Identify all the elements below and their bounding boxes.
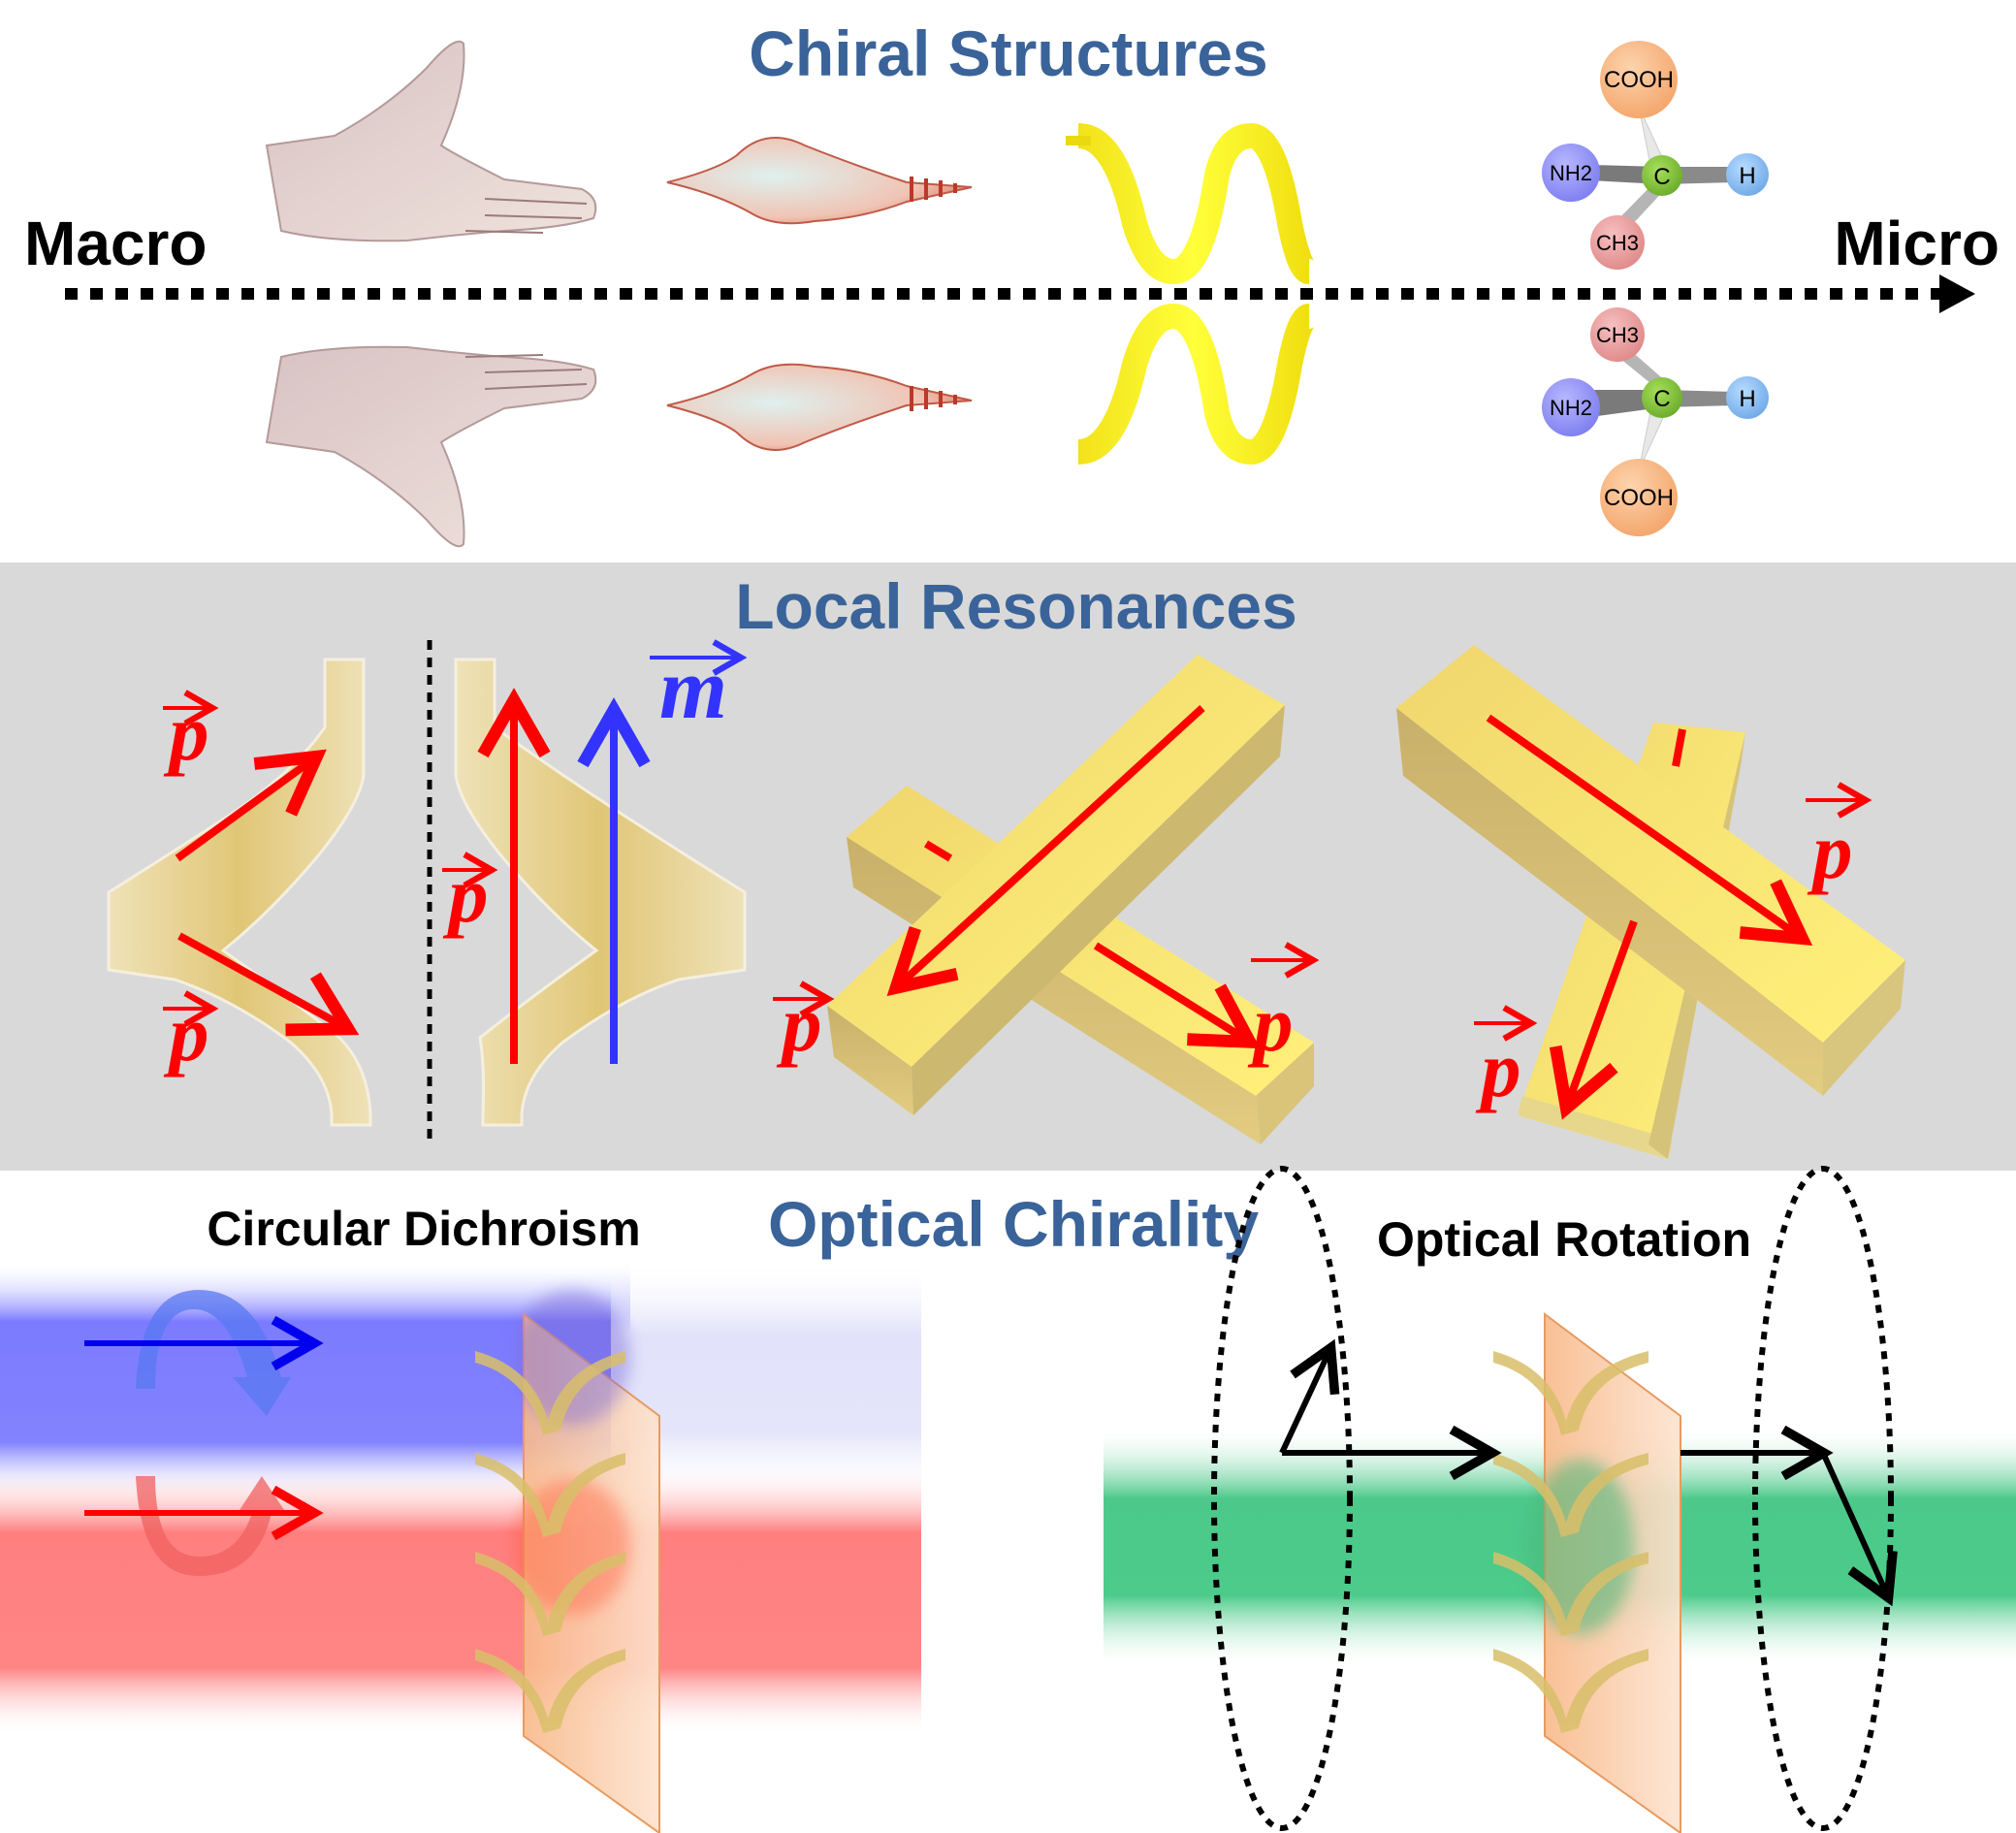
atom-cooh [1600, 459, 1678, 536]
atom-label: H [1739, 386, 1755, 412]
hand-right-icon [265, 40, 597, 242]
atom-ch3 [1590, 307, 1645, 362]
section-optical-chirality: Optical Chirality Circular Dichroism Opt… [0, 1166, 2016, 1833]
svg-text:p: p [164, 689, 209, 777]
subtitle-optical-rotation: Optical Rotation [1377, 1212, 1751, 1267]
scale-label-macro: Macro [24, 209, 208, 278]
amino-acid-molecule-bottom: CH3 NH2 C H COOH [1542, 307, 1769, 536]
electric-dipole-arrow [177, 932, 360, 1037]
helix-right-handed-icon [1076, 304, 1316, 465]
seashell-top-icon [666, 137, 973, 225]
atom-label: CH3 [1596, 323, 1639, 347]
chiral-elements [1493, 1351, 1648, 1733]
section-title-local-resonances: Local Resonances [735, 570, 1297, 642]
section-title-chiral-structures: Chiral Structures [749, 17, 1267, 89]
atom-label: H [1739, 163, 1755, 189]
helix-left-handed-icon [1066, 123, 1316, 284]
polarization-ellipse-input [1211, 1166, 1353, 1831]
amino-acid-molecule-top: COOH NH2 C H CH3 [1542, 41, 1769, 270]
atom-label: COOH [1604, 485, 1674, 511]
electric-dipole-arrow [175, 749, 327, 862]
electric-dipole-arrow [1549, 919, 1638, 1120]
rcp-beam [0, 1464, 921, 1736]
helix-segment-right [454, 658, 747, 1127]
atom-carbon [1642, 155, 1682, 196]
vector-label-p: p [1806, 782, 1872, 895]
crossed-nanorods-right [1396, 645, 1905, 1159]
svg-text:p: p [777, 980, 822, 1068]
section-local-resonances: Local Resonances p p p m [0, 563, 2016, 1171]
polarization-vector-input [1279, 1338, 1340, 1455]
vector-label-m: m [650, 639, 748, 737]
atom-carbon [1642, 377, 1682, 418]
vector-label-p: p [1474, 1005, 1538, 1113]
section-title-optical-chirality: Optical Chirality [768, 1188, 1259, 1260]
seashell-bottom-icon [666, 363, 973, 451]
atom-label: C [1653, 164, 1670, 190]
vector-label-p: p [1248, 942, 1320, 1068]
atom-label: CH3 [1596, 231, 1639, 255]
atom-label: COOH [1604, 67, 1674, 93]
svg-text:m: m [659, 641, 727, 737]
scale-label-micro: Micro [1834, 209, 2000, 278]
atom-label: NH2 [1550, 396, 1592, 420]
atom-nh2 [1542, 144, 1600, 202]
svg-text:p: p [1476, 1025, 1521, 1113]
subtitle-circular-dichroism: Circular Dichroism [207, 1202, 640, 1256]
atom-ch3 [1590, 215, 1645, 270]
vector-label-p: p [163, 989, 219, 1077]
atom-nh2 [1542, 378, 1600, 436]
rcp-circular-arrow-icon [136, 1476, 286, 1576]
atom-cooh [1600, 41, 1678, 118]
helix-segment-left [107, 658, 372, 1127]
svg-text:p: p [1248, 980, 1294, 1068]
section-chiral-structures: Chiral Structures Macro Micro [24, 17, 2000, 548]
lcp-transmitted-beam [611, 1261, 921, 1503]
svg-text:p: p [1808, 807, 1853, 895]
hand-left-icon [265, 345, 597, 548]
lcp-circular-arrow-icon [136, 1290, 291, 1416]
atom-label: NH2 [1550, 161, 1592, 185]
electric-dipole-arrow [1486, 714, 1813, 947]
optical-rotation-panel [1104, 1166, 2016, 1833]
scale-axis-arrowhead-icon [1939, 274, 1975, 313]
chiral-elements [475, 1351, 625, 1733]
vector-label-p: p [773, 980, 835, 1068]
atom-hydrogen [1726, 376, 1769, 419]
vector-label-p: p [442, 851, 498, 939]
vector-label-p: p [163, 689, 219, 777]
crossed-nanorods-left [827, 655, 1314, 1144]
svg-text:p: p [443, 851, 489, 939]
polarization-ellipse-output [1752, 1166, 1894, 1831]
electric-dipole-arrow [1093, 942, 1261, 1049]
svg-text:p: p [164, 989, 209, 1077]
atom-hydrogen [1726, 153, 1769, 196]
polarization-vector-output [1820, 1451, 1898, 1607]
circular-dichroism-panel [0, 1261, 921, 1833]
atom-label: C [1653, 386, 1670, 412]
electric-dipole-arrow [886, 705, 1205, 997]
